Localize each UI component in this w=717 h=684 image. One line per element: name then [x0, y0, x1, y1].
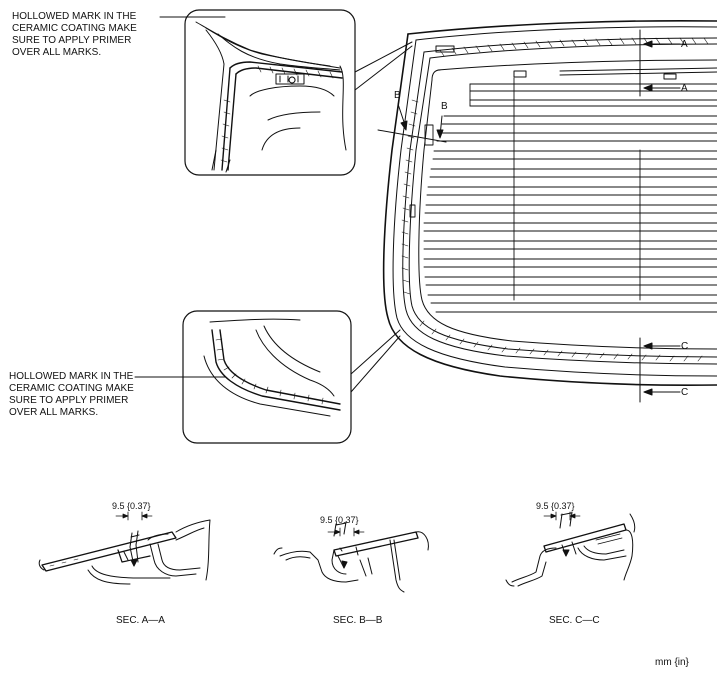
marker-c-bottom: C: [681, 387, 689, 398]
section-line-a: [639, 29, 681, 97]
dimension-label-c: 9.5 {0.37}: [536, 501, 575, 511]
marker-b-right: B: [441, 101, 448, 112]
section-title-c: SEC. C—C: [549, 615, 600, 626]
dimension-marks: [115, 511, 581, 537]
marker-c-top: C: [681, 341, 689, 352]
section-title-a: SEC. A—A: [116, 615, 165, 626]
section-line-c: [639, 337, 681, 403]
section-title-b: SEC. B—B: [333, 615, 383, 626]
dimension-label-a: 9.5 {0.37}: [112, 501, 151, 511]
section-view-c: [505, 511, 636, 587]
section-view-b: [273, 521, 429, 593]
units-label: mm {in}: [655, 657, 689, 668]
marker-b-left: B: [394, 90, 401, 101]
callout-note-top: HOLLOWED MARK IN THE CERAMIC COATING MAK…: [12, 11, 137, 58]
detail-box-top: [159, 9, 413, 176]
callout-note-bottom: HOLLOWED MARK IN THE CERAMIC COATING MAK…: [9, 371, 134, 418]
section-line-b: [377, 103, 447, 143]
section-view-a: [38, 519, 211, 585]
hollowed-marks-top: [435, 45, 717, 80]
marker-a-top: A: [681, 39, 688, 50]
ceramic-band-hatching: [401, 37, 709, 362]
marker-a-bottom: A: [681, 83, 688, 94]
defroster-grid: [409, 77, 717, 313]
glass-outline: [382, 19, 717, 387]
dimension-label-b: 9.5 {0.37}: [320, 515, 359, 525]
detail-box-bottom: [134, 310, 401, 444]
